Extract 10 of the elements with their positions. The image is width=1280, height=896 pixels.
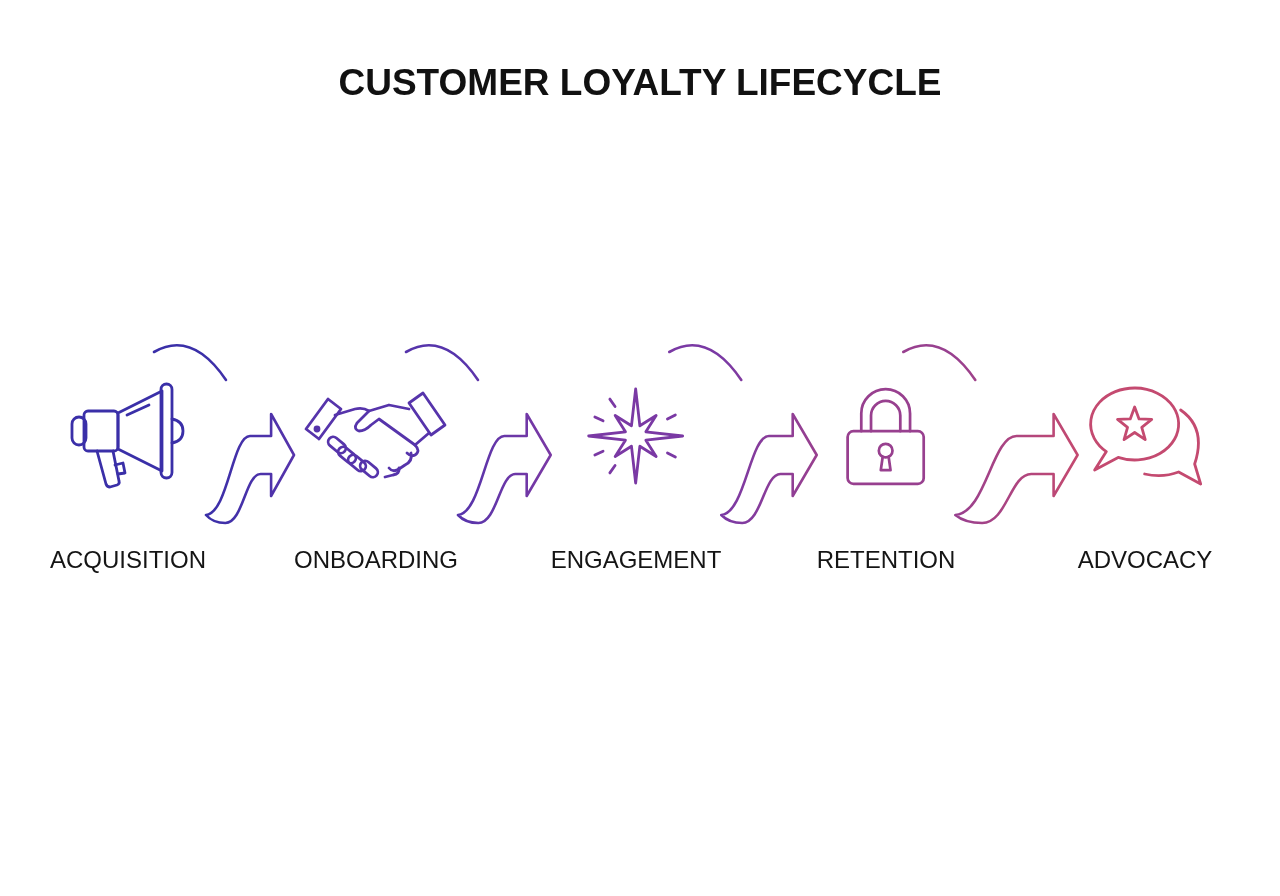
stage-label: ENGAGEMENT: [550, 546, 722, 575]
arrow: [720, 412, 818, 525]
arrow: [204, 412, 296, 525]
arrow: [954, 412, 1079, 525]
stage-label: RETENTION: [816, 546, 956, 575]
arrow: [456, 412, 552, 525]
stage-label: ACQUISITION: [50, 546, 206, 575]
stage-label: ONBOARDING: [294, 546, 458, 575]
title: CUSTOMER LOYALTY LIFECYCLE: [338, 62, 942, 105]
stage-label: ADVOCACY: [1077, 546, 1213, 575]
